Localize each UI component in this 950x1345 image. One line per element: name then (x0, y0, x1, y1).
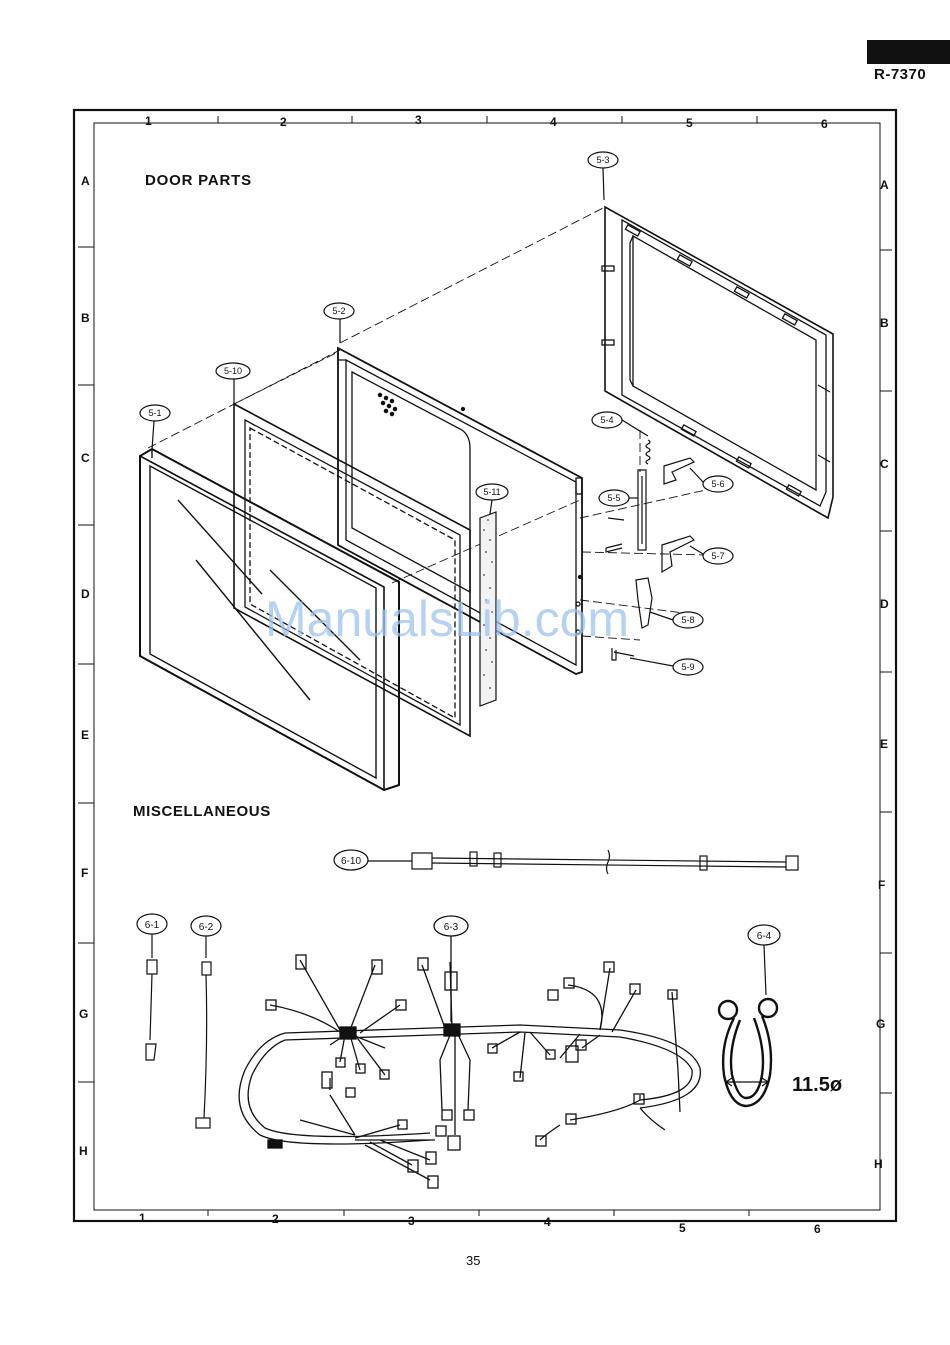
col-label-top-6: 6 (821, 117, 828, 131)
callout-6-2: 6-2 (199, 922, 214, 933)
row-label-right-H: H (874, 1157, 883, 1171)
callout-5-11: 5-11 (483, 487, 500, 497)
wire-harness-6-3 (239, 916, 700, 1188)
col-label-bottom-1: 1 (139, 1211, 146, 1225)
door-frame-plate-5-3 (602, 207, 833, 518)
callout-5-3: 5-3 (596, 155, 609, 165)
watermark: ManualsLib.com (265, 591, 629, 647)
col-label-bottom-5: 5 (679, 1221, 686, 1235)
col-label-bottom-4: 4 (544, 1215, 551, 1229)
callout-5-2: 5-2 (332, 306, 345, 316)
row-label-left-B: B (81, 311, 90, 325)
col-label-top-3: 3 (415, 113, 422, 127)
callout-6-4: 6-4 (757, 931, 772, 942)
row-label-left-H: H (79, 1144, 88, 1158)
page-number: 35 (466, 1253, 480, 1268)
row-label-right-C: C (880, 457, 889, 471)
col-label-top-1: 1 (145, 114, 152, 128)
row-label-right-A: A (880, 178, 889, 192)
row-label-right-F: F (878, 878, 885, 892)
callout-5-4: 5-4 (600, 415, 613, 425)
row-label-right-D: D (880, 597, 889, 611)
col-label-bottom-2: 2 (272, 1212, 279, 1226)
cable-6-10 (334, 850, 798, 874)
col-label-bottom-6: 6 (814, 1222, 821, 1236)
row-label-right-G: G (876, 1017, 885, 1031)
row-label-left-C: C (81, 451, 90, 465)
callout-5-5: 5-5 (607, 493, 620, 503)
row-label-left-F: F (81, 866, 88, 880)
lead-wire-6-1 (137, 914, 167, 1060)
row-label-left-E: E (81, 728, 89, 742)
row-label-left-D: D (81, 587, 90, 601)
callout-5-6: 5-6 (711, 479, 724, 489)
miscellaneous-title: MISCELLANEOUS (133, 803, 271, 820)
col-label-top-5: 5 (686, 116, 693, 130)
door-parts-title: DOOR PARTS (145, 172, 252, 189)
clamp-dimension: 11.5ø (792, 1074, 843, 1096)
callout-6-3: 6-3 (444, 922, 459, 933)
callout-6-1: 6-1 (145, 920, 160, 931)
callout-5-10: 5-10 (224, 366, 242, 376)
lead-wire-6-2 (191, 916, 221, 1128)
col-label-top-4: 4 (550, 115, 557, 129)
callout-6-10: 6-10 (341, 856, 361, 867)
callout-5-8: 5-8 (681, 615, 694, 625)
callout-5-9: 5-9 (681, 662, 694, 672)
callout-5-7: 5-7 (711, 551, 724, 561)
row-label-right-E: E (880, 737, 888, 751)
col-label-top-2: 2 (280, 115, 287, 129)
row-label-right-B: B (880, 316, 889, 330)
col-label-bottom-3: 3 (408, 1214, 415, 1228)
row-label-left-A: A (81, 174, 90, 188)
wire-clamp-6-4 (719, 925, 780, 1106)
row-label-left-G: G (79, 1007, 88, 1021)
callout-5-1: 5-1 (148, 408, 161, 418)
